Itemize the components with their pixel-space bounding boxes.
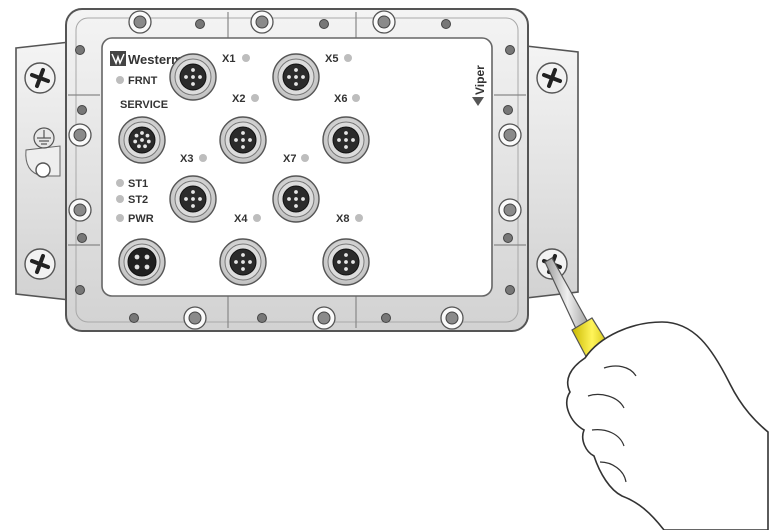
port-x4-label: X4 bbox=[234, 213, 248, 225]
port-x2-connector[interactable] bbox=[219, 116, 267, 164]
frnt-led-label: FRNT bbox=[128, 75, 158, 87]
port-x3-label: X3 bbox=[180, 153, 193, 165]
housing-hole-icon bbox=[319, 19, 329, 29]
hand-icon bbox=[566, 321, 769, 530]
port-x3-led-icon bbox=[199, 154, 207, 162]
port-x5-led-icon bbox=[344, 54, 352, 62]
cross-screw-icon bbox=[24, 248, 56, 280]
frnt-led-icon bbox=[116, 76, 124, 84]
port-x8-connector[interactable] bbox=[322, 238, 370, 286]
panel-screw-icon bbox=[68, 123, 92, 147]
panel-screw-icon bbox=[128, 10, 152, 34]
panel-screw-icon bbox=[440, 306, 464, 330]
housing-hole-icon bbox=[257, 313, 267, 323]
st1-led-label: ST1 bbox=[128, 178, 148, 190]
housing-hole-icon bbox=[129, 313, 139, 323]
st2-led-label: ST2 bbox=[128, 194, 148, 206]
cross-screw-icon bbox=[536, 62, 568, 94]
port-x8-label: X8 bbox=[336, 213, 349, 225]
front-panel bbox=[101, 37, 493, 297]
port-labels: X1 X2 X3 X4 X5 X6 X7 X8 bbox=[180, 53, 363, 225]
housing-hole-icon bbox=[505, 285, 515, 295]
model-text: Viper bbox=[473, 65, 487, 95]
port-x7-label: X7 bbox=[283, 153, 296, 165]
panel-screw-icon bbox=[183, 306, 207, 330]
status-leds: FRNT ST1 ST2 PWR bbox=[116, 75, 158, 225]
panel-screw-icon bbox=[372, 10, 396, 34]
port-x2-label: X2 bbox=[232, 93, 245, 105]
housing-hole-icon bbox=[381, 313, 391, 323]
port-x4-connector[interactable] bbox=[219, 238, 267, 286]
panel-screw-icon bbox=[250, 10, 274, 34]
service-port-connector[interactable] bbox=[118, 116, 166, 164]
port-x1-connector[interactable] bbox=[169, 53, 217, 101]
pwr-led-label: PWR bbox=[128, 213, 154, 225]
st1-led-icon bbox=[116, 179, 124, 187]
st2-led-icon bbox=[116, 195, 124, 203]
housing-hole-icon bbox=[441, 19, 451, 29]
housing-hole-icon bbox=[77, 233, 87, 243]
housing-hole-icon bbox=[503, 233, 513, 243]
viper-logo-icon bbox=[472, 97, 484, 106]
power-port-connector[interactable] bbox=[118, 238, 166, 286]
panel-screw-icon bbox=[498, 198, 522, 222]
housing-hole-icon bbox=[75, 285, 85, 295]
port-x4-led-icon bbox=[253, 214, 261, 222]
mounting-hole-icon bbox=[35, 162, 51, 178]
housing-hole-icon bbox=[195, 19, 205, 29]
panel-screw-icon bbox=[498, 123, 522, 147]
port-x7-connector[interactable] bbox=[272, 175, 320, 223]
m12-connectors bbox=[118, 53, 370, 286]
panel-screw-icon bbox=[312, 306, 336, 330]
cross-screw-icon bbox=[24, 62, 56, 94]
port-x6-led-icon bbox=[352, 94, 360, 102]
port-x1-led-icon bbox=[242, 54, 250, 62]
housing-hole-icon bbox=[75, 45, 85, 55]
service-port-label: SERVICE bbox=[120, 99, 168, 111]
port-x7-led-icon bbox=[301, 154, 309, 162]
port-x6-label: X6 bbox=[334, 93, 347, 105]
port-x5-connector[interactable] bbox=[272, 53, 320, 101]
housing-hole-icon bbox=[503, 105, 513, 115]
port-x1-label: X1 bbox=[222, 53, 235, 65]
port-x6-connector[interactable] bbox=[322, 116, 370, 164]
port-x8-led-icon bbox=[355, 214, 363, 222]
panel-screw-icon bbox=[68, 198, 92, 222]
ground-symbol-icon bbox=[33, 127, 55, 149]
housing-hole-icon bbox=[77, 105, 87, 115]
port-x3-connector[interactable] bbox=[169, 175, 217, 223]
port-x2-led-icon bbox=[251, 94, 259, 102]
housing-hole-icon bbox=[505, 45, 515, 55]
port-x5-label: X5 bbox=[325, 53, 338, 65]
pwr-led-icon bbox=[116, 214, 124, 222]
viper-model-mark: Viper bbox=[472, 65, 487, 106]
